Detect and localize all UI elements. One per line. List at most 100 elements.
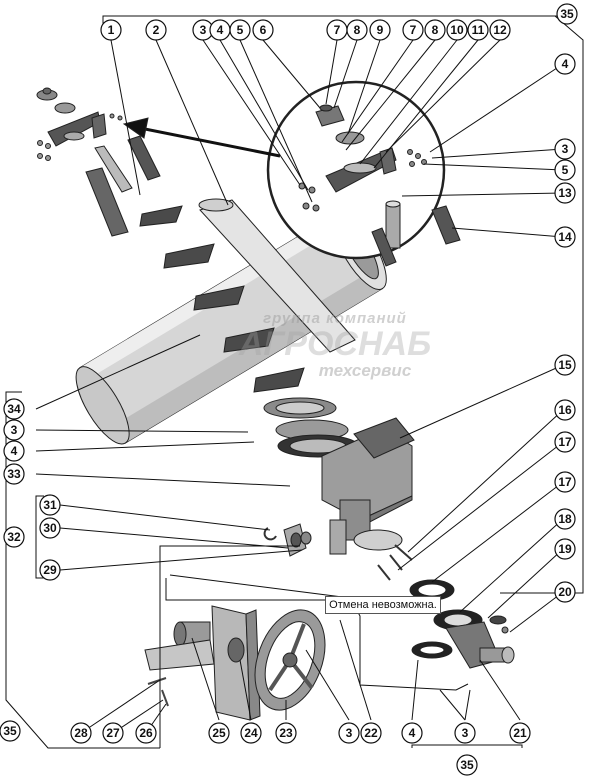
callout-c-3-bottom: 3	[338, 722, 360, 744]
callout-circle	[402, 19, 424, 41]
callout-number: 35	[3, 724, 17, 738]
callout-c-3-left: 3	[3, 419, 25, 441]
callout-circle	[554, 159, 576, 181]
callout-circle	[240, 722, 262, 744]
callout-number: 32	[7, 530, 21, 544]
callout-number: 16	[558, 403, 572, 417]
callout-circle	[554, 53, 576, 75]
callout-number: 21	[513, 726, 527, 740]
callout-circle	[100, 19, 122, 41]
callout-circle	[554, 431, 576, 453]
callout-number: 26	[139, 726, 153, 740]
callout-c-20-right: 20	[554, 581, 576, 603]
callout-circle	[360, 722, 382, 744]
callout-circle	[3, 526, 25, 548]
callout-number: 15	[558, 358, 572, 372]
callout-circle	[401, 722, 423, 744]
callout-number: 8	[354, 23, 361, 37]
callout-c-4-left: 4	[3, 440, 25, 462]
callout-circle	[369, 19, 391, 41]
callout-c-15-right: 15	[554, 354, 576, 376]
callout-c-19-right: 19	[554, 538, 576, 560]
callout-c-16-right: 16	[554, 399, 576, 421]
detail-circle	[266, 80, 461, 267]
callout-circle	[3, 419, 25, 441]
bearing-bracket-30	[263, 523, 312, 557]
callout-c-8b-top: 8	[424, 19, 446, 41]
callout-c-18-right: 18	[554, 508, 576, 530]
callout-c-22-bottom: 22	[360, 722, 382, 744]
callout-number: 28	[74, 726, 88, 740]
callout-number: 12	[493, 23, 507, 37]
callout-circle	[346, 19, 368, 41]
callout-number: 2	[153, 23, 160, 37]
callout-number: 31	[43, 498, 57, 512]
callout-c-5-right: 5	[554, 159, 576, 181]
callout-number: 33	[7, 467, 21, 481]
parts-drawing	[36, 80, 515, 721]
handwheel-23	[254, 609, 326, 711]
callout-number: 25	[212, 726, 226, 740]
callout-c-8a-top: 8	[346, 19, 368, 41]
callout-circle	[509, 722, 531, 744]
callout-circle	[467, 19, 489, 41]
magnify-arrow	[122, 117, 281, 158]
callout-c-24-bottom: 24	[240, 722, 262, 744]
callout-number: 8	[432, 23, 439, 37]
callout-number: 23	[279, 726, 293, 740]
callout-c-34-left: 34	[3, 398, 25, 420]
callout-circle	[275, 722, 297, 744]
callout-circle	[252, 19, 274, 41]
callout-c-3-bottom2: 3	[454, 722, 476, 744]
callout-number: 17	[558, 435, 572, 449]
callout-circle	[338, 722, 360, 744]
callout-circle	[554, 226, 576, 248]
callout-c-12-top: 12	[489, 19, 511, 41]
callout-c-29-left: 29	[39, 559, 61, 581]
callout-number: 29	[43, 563, 57, 577]
tube-cover-half	[198, 198, 356, 353]
callout-circle	[554, 182, 576, 204]
callout-number: 4	[217, 23, 224, 37]
callout-number: 35	[560, 7, 574, 21]
callout-c-23-bottom: 23	[275, 722, 297, 744]
callout-c-3-right: 3	[554, 138, 576, 160]
callout-circle	[554, 399, 576, 421]
callout-c-4-top: 4	[209, 19, 231, 41]
callout-circle	[39, 559, 61, 581]
callout-c-4-bottom: 4	[401, 722, 423, 744]
callout-c-1-top: 1	[100, 19, 122, 41]
callout-c-7a-top: 7	[326, 19, 348, 41]
mount-plate-24	[144, 605, 261, 721]
callout-number: 7	[334, 23, 341, 37]
callout-c-35-left: 35	[0, 720, 21, 742]
callout-number: 4	[562, 57, 569, 71]
callout-c-31-left: 31	[39, 494, 61, 516]
callout-c-11-top: 11	[467, 19, 489, 41]
callout-number: 1	[108, 23, 115, 37]
callout-circle	[454, 722, 476, 744]
callout-c-21-bottom: 21	[509, 722, 531, 744]
callout-number: 34	[7, 402, 21, 416]
callout-circle	[39, 494, 61, 516]
callout-number: 35	[460, 758, 474, 772]
callout-number: 30	[43, 521, 57, 535]
callout-number: 3	[346, 726, 353, 740]
shaft-end	[85, 135, 161, 237]
callout-number: 10	[450, 23, 464, 37]
callout-number: 27	[106, 726, 120, 740]
callout-c-25-bottom: 25	[208, 722, 230, 744]
callout-number: 18	[558, 512, 572, 526]
callout-c-26-bottom: 26	[135, 722, 157, 744]
callout-circle	[556, 3, 578, 25]
callout-circle	[554, 581, 576, 603]
callout-circle	[446, 19, 468, 41]
callout-c-13-right: 13	[554, 182, 576, 204]
callout-circle	[3, 398, 25, 420]
callout-c-17b-right: 17	[554, 471, 576, 493]
callout-c-10-top: 10	[446, 19, 468, 41]
callout-c-4-right: 4	[554, 53, 576, 75]
pins-26-28	[147, 677, 169, 707]
callout-c-14-right: 14	[554, 226, 576, 248]
callout-number: 19	[558, 542, 572, 556]
